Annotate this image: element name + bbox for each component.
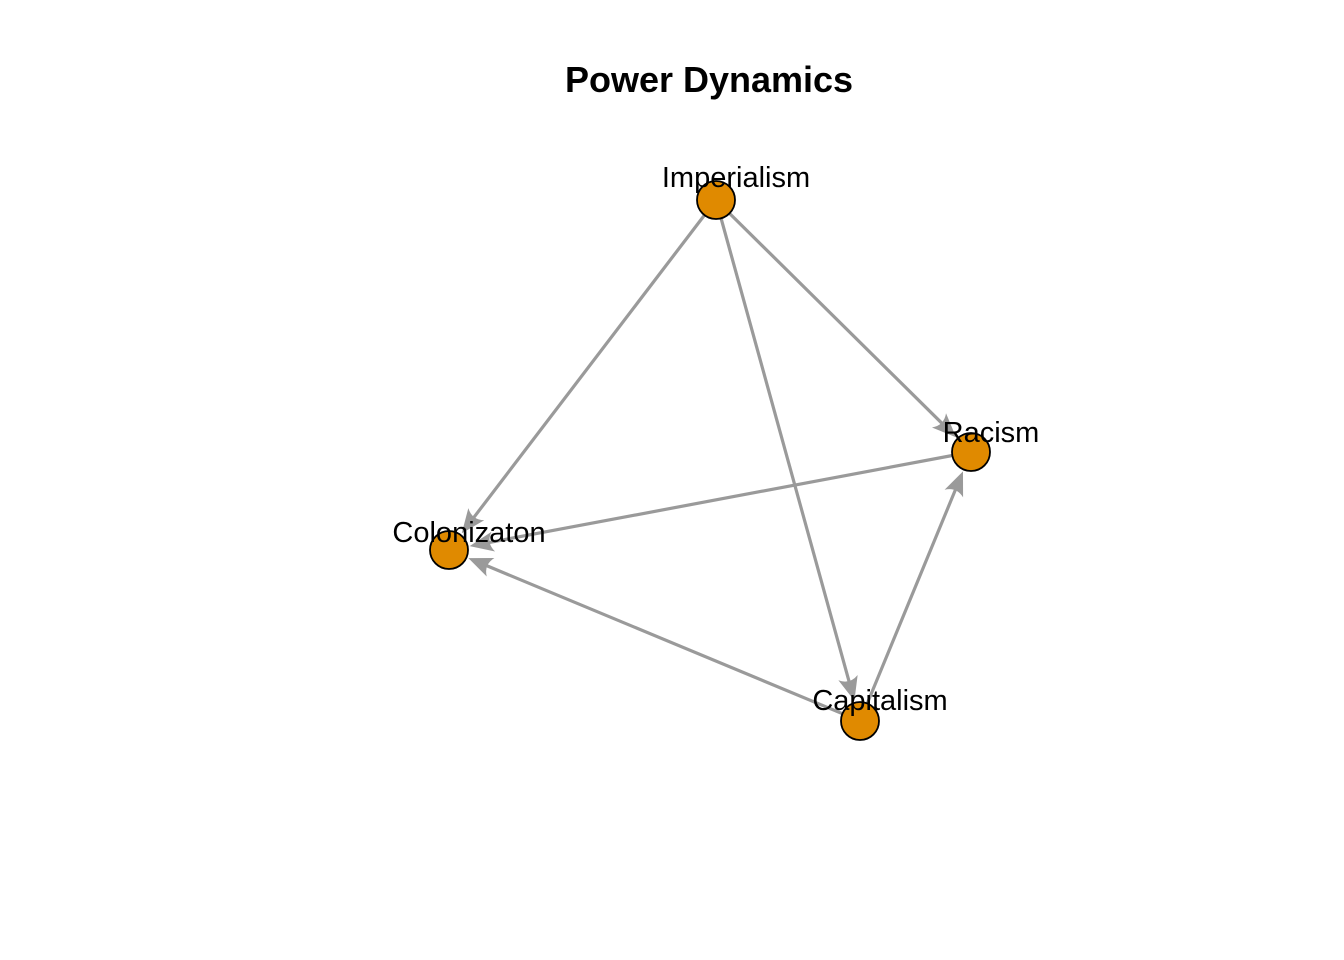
- node-label-capitalism: Capitalism: [812, 685, 947, 717]
- node-imperialism: [696, 180, 736, 220]
- arrowhead-icon: [944, 471, 964, 498]
- edge-line: [719, 217, 852, 685]
- edge-imperialism-to-capitalism: [719, 217, 858, 701]
- edge-capitalism-to-colonization: [468, 558, 844, 716]
- node-label-imperialism: Imperialism: [662, 162, 810, 194]
- arrowhead-icon: [468, 558, 495, 577]
- nodes-layer: [429, 180, 991, 741]
- node-label-colonization: Colonizaton: [392, 517, 545, 549]
- edge-capitalism-to-racism: [865, 471, 964, 705]
- node-label-racism: Racism: [943, 417, 1040, 449]
- edge-line: [485, 453, 953, 545]
- arrowhead-icon: [931, 413, 957, 438]
- edge-imperialism-to-colonization: [461, 214, 706, 534]
- node-capitalism: [840, 701, 880, 741]
- edge-imperialism-to-racism: [728, 212, 957, 438]
- edge-racism-to-colonization: [469, 453, 953, 552]
- arrowhead-icon: [469, 531, 496, 552]
- arrowhead-icon: [838, 674, 858, 701]
- node-colonization: [429, 530, 469, 570]
- edge-line: [483, 563, 844, 716]
- edge-line: [865, 486, 959, 705]
- diagram-title: Power Dynamics: [565, 59, 853, 100]
- arrowhead-icon: [461, 508, 485, 534]
- edge-line: [470, 214, 706, 521]
- node-racism: [951, 432, 991, 472]
- edge-line: [728, 212, 946, 427]
- edges-layer: [461, 212, 964, 716]
